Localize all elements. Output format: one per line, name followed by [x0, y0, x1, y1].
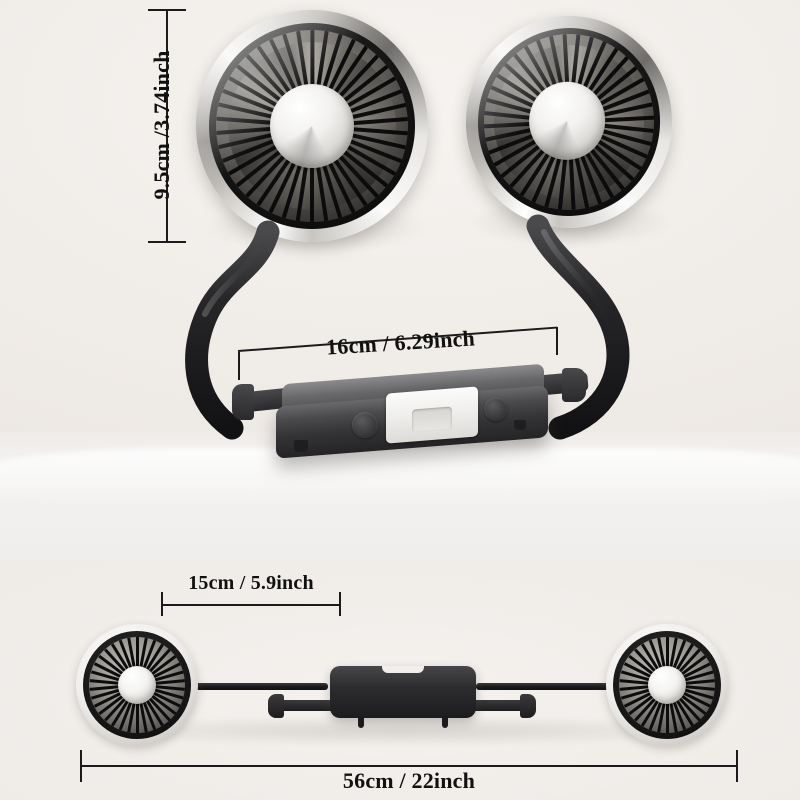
- dimension-label-total-length: 56cm / 22inch: [342, 768, 476, 793]
- flat-clamp-hook-left: [268, 694, 284, 718]
- flat-fan-right-hub: [648, 666, 686, 704]
- flat-fan-left-hub: [118, 666, 156, 704]
- flat-clamp-right: [466, 700, 532, 711]
- dimension-cap-arm-left: [161, 592, 163, 616]
- fan-spoke: [665, 685, 669, 733]
- flat-module-foot-right: [442, 716, 448, 728]
- dimension-cap-total-right: [736, 750, 738, 782]
- dimension-cap-fan-height-bottom: [148, 241, 186, 243]
- flat-clamp-hook-right: [520, 694, 536, 718]
- fan-left-hub: [270, 84, 354, 168]
- flat-module-foot-left: [358, 716, 364, 728]
- dimension-line-total-length: [80, 765, 738, 767]
- dimension-line-arm-length: [161, 604, 341, 606]
- top-view-surface-edge: [0, 448, 800, 508]
- fan-head-left: [196, 10, 428, 242]
- module-foot-left: [294, 440, 308, 452]
- indicator-emboss: [411, 406, 453, 433]
- dimension-label-arm-length: 15cm / 5.9inch: [188, 572, 314, 594]
- dimension-cap-module-right: [556, 327, 558, 355]
- power-button-right[interactable]: [484, 397, 508, 421]
- dimension-label-fan-height: 9.5cm /3.74inch: [149, 50, 174, 200]
- flat-fan-right: [606, 624, 728, 746]
- flat-arm-right: [476, 683, 626, 690]
- module-foot-right: [514, 420, 526, 430]
- dimension-cap-total-left: [80, 750, 82, 782]
- flat-control-module: [330, 666, 476, 718]
- fan-left-hub-shading: [270, 84, 354, 168]
- indicator-panel: [386, 386, 478, 444]
- control-module: [232, 362, 589, 462]
- dimension-cap-fan-height-top: [148, 9, 186, 11]
- dimension-cap-arm-right: [339, 592, 341, 616]
- flat-clamp-left: [272, 700, 338, 711]
- flat-arm-left: [178, 683, 328, 690]
- dimension-cap-module-left: [238, 352, 240, 380]
- flat-module-notch: [382, 666, 424, 673]
- flat-fan-left: [76, 624, 198, 746]
- clamp-hook-right: [562, 368, 586, 402]
- fan-spoke: [135, 685, 139, 733]
- power-button-left[interactable]: [352, 412, 378, 438]
- dimension-line-fan-height: [166, 10, 168, 243]
- clamp-hook-left: [232, 384, 254, 420]
